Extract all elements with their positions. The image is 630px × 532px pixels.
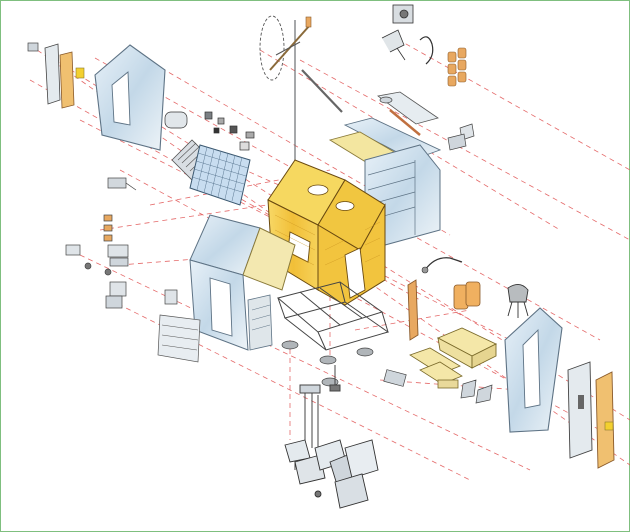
solar-panel-grid <box>189 144 251 206</box>
orange-pads <box>447 47 467 87</box>
fittings-cluster <box>164 111 255 151</box>
door-leaf-parts <box>567 361 615 469</box>
chair <box>507 284 529 318</box>
wind-turbine <box>259 15 312 160</box>
wooden-core-module <box>267 159 386 306</box>
wall-bracket <box>381 4 414 61</box>
sofa <box>436 327 498 369</box>
small-fixtures-left <box>157 289 201 363</box>
seat-cushions-orange <box>453 281 481 310</box>
rear-gable-panel <box>94 44 166 151</box>
hook-icon <box>419 36 434 65</box>
door-panel <box>407 279 419 341</box>
lamp-icon <box>421 266 429 274</box>
pipes <box>294 365 341 470</box>
window-frame-parts <box>27 42 85 109</box>
water-tanks <box>284 439 379 509</box>
support-feet <box>281 340 374 387</box>
fixture-parts-left <box>65 177 137 309</box>
lamp-arm <box>424 257 463 271</box>
small-plates <box>379 96 475 151</box>
side-end-panel <box>504 307 563 433</box>
rod <box>301 69 343 113</box>
bench-cushions <box>409 347 463 389</box>
front-shell-panel <box>189 214 296 351</box>
floor-frame <box>276 281 390 351</box>
brackets <box>383 369 493 404</box>
